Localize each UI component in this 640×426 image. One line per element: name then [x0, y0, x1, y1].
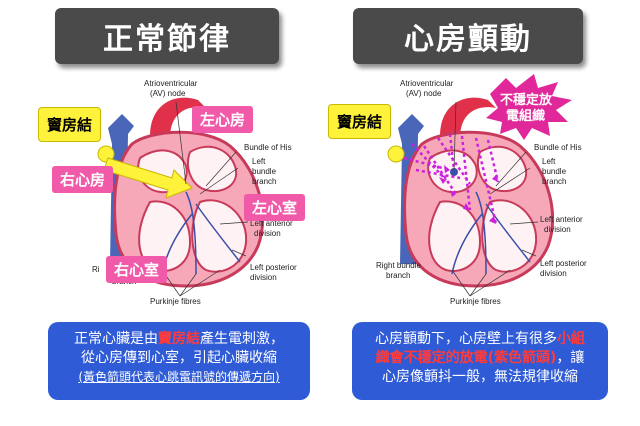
- caption-afib-line2: 織會不穩定的放電(紫色箭頭)，讓: [358, 349, 602, 368]
- label-left-ventricle: 左心室: [244, 194, 306, 221]
- right-ventricle-chamber: [138, 200, 192, 272]
- burst-text-1: 不穩定放: [500, 92, 553, 108]
- caption-normal: 正常心臟是由竇房結產生電刺激， 從心房傳到心室，引起心臟收縮 (黃色箭頭代表心跳…: [48, 322, 310, 400]
- caption-afib-line2-post: ，讓: [556, 350, 585, 366]
- right-bundle-label-1: Ri: [92, 265, 100, 274]
- caption-normal-highlight: 竇房結: [158, 331, 200, 347]
- caption-afib-line1-pre: 心房顫動下，心房壁上有很多: [375, 331, 557, 347]
- av-node-label-2: (AV) node: [150, 89, 186, 98]
- aorta: [440, 97, 496, 138]
- right-ventricle-chamber: [428, 200, 482, 272]
- av-node-label: Atrioventricular: [400, 79, 454, 88]
- heart-diagram-afib: 不穩定放 電組織 Atrioventricular (AV) node Bund…: [376, 74, 587, 306]
- aorta: [150, 97, 206, 138]
- caption-normal-line1-pre: 正常心臟是由: [74, 331, 158, 347]
- right-bundle-label-1: Right bundle: [376, 261, 421, 270]
- sa-node-dot: [387, 145, 405, 163]
- caption-normal-note: (黃色箭頭代表心跳電訊號的傳遞方向): [78, 370, 280, 384]
- purple-erratic-arrows: [403, 133, 500, 225]
- av-node-label-2: (AV) node: [406, 89, 442, 98]
- caption-normal-line2: 從心房傳到心室，引起心臟收縮: [81, 350, 277, 366]
- left-bundle-label-2: bundle: [542, 167, 567, 176]
- title-normal-rhythm: 正常節律: [55, 8, 279, 64]
- caption-normal-line1-post: 產生電刺激，: [200, 331, 284, 347]
- label-sa-node-left: 竇房結: [38, 107, 102, 142]
- title-atrial-fibrillation: 心房顫動: [353, 8, 583, 64]
- heart-diagram-normal: Atrioventricular (AV) node Bundle of His…: [92, 79, 297, 306]
- left-anterior-label-2: division: [254, 229, 281, 238]
- left-bundle-label-3: branch: [542, 177, 566, 186]
- label-right-ventricle: 右心室: [106, 256, 168, 283]
- bundle-his-label: Bundle of His: [534, 143, 582, 152]
- purkinje-label: Purkinje fibres: [150, 297, 201, 306]
- yellow-signal-arrow: [103, 157, 193, 199]
- caption-normal-line1: 正常心臟是由竇房結產生電刺激，: [54, 330, 304, 349]
- label-right-atrium: 右心房: [52, 166, 114, 193]
- left-bundle-label-1: Left: [542, 157, 556, 166]
- burst-text-2: 電組織: [506, 108, 545, 124]
- bundle-his-label: Bundle of His: [244, 143, 292, 152]
- leader-lines: [161, 101, 249, 297]
- caption-afib-line3: 心房像顫抖一般，無法規律收縮: [382, 369, 578, 385]
- title-atrial-fibrillation-text: 心房顫動: [404, 22, 532, 57]
- left-anterior-label-1: Left anterior: [250, 219, 293, 228]
- caption-afib: 心房顫動下，心房壁上有很多小組 織會不穩定的放電(紫色箭頭)，讓 心房像顫抖一般…: [352, 322, 608, 400]
- unstable-tissue-burst: [486, 74, 572, 140]
- purkinje-label: Purkinje fibres: [450, 297, 501, 306]
- left-atrium-chamber: [187, 145, 238, 192]
- right-bundle-label-2: branch: [386, 271, 410, 280]
- left-bundle-label-1: Left: [252, 157, 266, 166]
- av-node-dot: [450, 168, 458, 176]
- caption-afib-highlight-2: 織會不穩定的放電(紫色箭頭): [375, 350, 557, 366]
- caption-afib-highlight-1: 小組: [557, 331, 585, 347]
- label-sa-node-right: 竇房結: [328, 104, 392, 139]
- sa-node-dot: [97, 145, 115, 163]
- leader-lines: [451, 101, 539, 297]
- caption-afib-line1: 心房顫動下，心房壁上有很多小組: [358, 330, 602, 349]
- left-bundle-label-3: branch: [252, 177, 276, 186]
- av-node-label: Atrioventricular: [144, 79, 198, 88]
- title-normal-rhythm-text: 正常節律: [103, 22, 231, 57]
- left-posterior-label-2: division: [540, 269, 567, 278]
- label-left-atrium: 左心房: [192, 106, 254, 133]
- conduction-fibers: [451, 191, 531, 275]
- left-posterior-label-1: Left posterior: [540, 259, 587, 268]
- purple-arrow-heads: [439, 165, 498, 224]
- left-anterior-label-2: division: [544, 225, 571, 234]
- left-posterior-label-1: Left posterior: [250, 263, 297, 272]
- left-bundle-label-2: bundle: [252, 167, 277, 176]
- left-atrium-chamber: [477, 145, 528, 192]
- left-anterior-label-1: Left anterior: [540, 215, 583, 224]
- left-posterior-label-2: division: [250, 273, 277, 282]
